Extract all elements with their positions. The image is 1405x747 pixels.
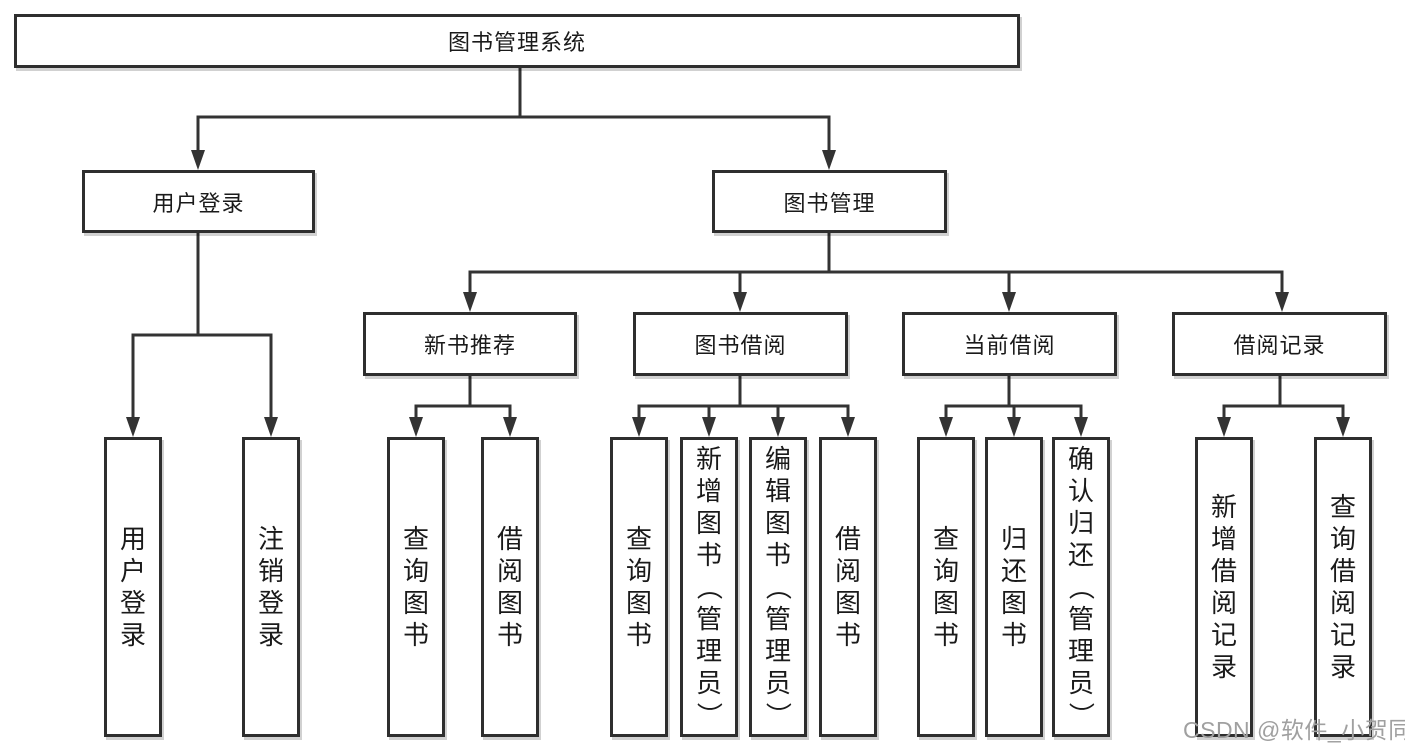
node-book-management: 图书管理 [712, 170, 947, 233]
leaf-query-borrow-record-label: 查询借阅记录 [1329, 492, 1356, 682]
arrowheads [126, 150, 1350, 437]
node-borrowing-records: 借阅记录 [1172, 312, 1387, 376]
leaf-return-books: 归还图书 [985, 437, 1043, 737]
node-book-borrowing: 图书借阅 [633, 312, 848, 376]
node-root-label: 图书管理系统 [447, 30, 586, 55]
node-new-book-recommend: 新书推荐 [363, 312, 577, 376]
leaf-query-books-borrowing-label: 查询图书 [625, 524, 652, 650]
leaf-add-books-admin: 新增图书（管理员） [680, 437, 738, 737]
leaf-query-books-recommend-label: 查询图书 [402, 524, 429, 650]
leaf-add-borrow-record-label: 新增借阅记录 [1210, 492, 1237, 682]
leaf-edit-books-admin-label: 编辑图书（管理员） [762, 444, 793, 729]
node-current-borrowing-label: 当前借阅 [963, 333, 1056, 358]
watermark: CSDN @软件_小贺同学 [1183, 717, 1405, 743]
leaf-borrow-books: 借阅图书 [819, 437, 877, 737]
leaf-return-books-label: 归还图书 [1000, 524, 1027, 650]
leaf-borrow-books-recommend: 借阅图书 [481, 437, 539, 737]
leaf-logout: 注销登录 [242, 437, 300, 737]
leaf-confirm-return-admin-label: 确认归还（管理员） [1065, 444, 1096, 729]
leaf-add-borrow-record: 新增借阅记录 [1195, 437, 1253, 737]
leaf-query-books-recommend: 查询图书 [387, 437, 445, 737]
tree-wires [131, 66, 1345, 421]
leaf-borrow-books-recommend-label: 借阅图书 [496, 524, 523, 650]
leaf-confirm-return-admin: 确认归还（管理员） [1052, 437, 1110, 737]
node-new-book-recommend-label: 新书推荐 [423, 333, 516, 358]
leaf-edit-books-admin: 编辑图书（管理员） [749, 437, 807, 737]
leaf-query-books-current-label: 查询图书 [932, 524, 959, 650]
node-root: 图书管理系统 [14, 14, 1020, 68]
node-user-login: 用户登录 [82, 170, 315, 233]
leaf-logout-label: 注销登录 [257, 524, 284, 650]
leaf-add-books-admin-label: 新增图书（管理员） [693, 444, 724, 729]
leaf-query-books-current: 查询图书 [917, 437, 975, 737]
leaf-user-login: 用户登录 [104, 437, 162, 737]
node-book-borrowing-label: 图书借阅 [694, 333, 787, 358]
leaf-query-books-borrowing: 查询图书 [610, 437, 668, 737]
node-user-login-label: 用户登录 [152, 190, 245, 216]
node-borrowing-records-label: 借阅记录 [1233, 333, 1326, 358]
leaf-user-login-label: 用户登录 [119, 524, 146, 650]
leaf-query-borrow-record: 查询借阅记录 [1314, 437, 1372, 737]
node-book-management-label: 图书管理 [783, 190, 876, 216]
leaf-borrow-books-label: 借阅图书 [834, 524, 861, 650]
node-current-borrowing: 当前借阅 [902, 312, 1117, 376]
